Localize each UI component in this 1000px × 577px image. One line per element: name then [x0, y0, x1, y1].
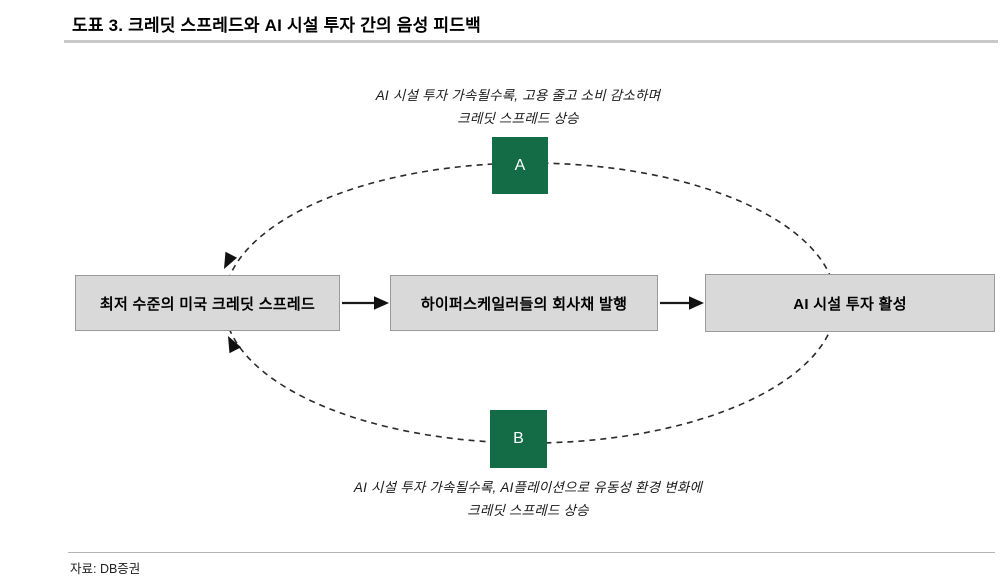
feedback-arrowhead-bottom-icon — [228, 336, 242, 354]
annotation-loop-a-line2: 크레딧 스프레드 상승 — [457, 111, 579, 126]
annotation-loop-a: AI 시설 투자 가속될수록, 고용 줄고 소비 감소하며 크레딧 스프레드 상… — [218, 84, 818, 130]
annotation-loop-b: AI 시설 투자 가속될수록, AI플레이션으로 유동성 환경 변화에 크레딧 … — [228, 476, 828, 522]
node-ai-investment: AI 시설 투자 활성 — [705, 274, 995, 332]
loop-marker-b: B — [490, 410, 547, 468]
source-note: 자료: DB증권 — [70, 562, 141, 576]
node-credit-spread: 최저 수준의 미국 크레딧 스프레드 — [75, 275, 340, 331]
footer-divider — [68, 552, 995, 553]
annotation-loop-b-line1: AI 시설 투자 가속될수록, AI플레이션으로 유동성 환경 변화에 — [353, 480, 703, 495]
feedback-arrowhead-top-icon — [224, 251, 238, 269]
title-divider — [64, 40, 998, 43]
annotation-loop-b-line2: 크레딧 스프레드 상승 — [467, 503, 589, 518]
node-bond-issuance: 하이퍼스케일러들의 회사채 발행 — [390, 275, 658, 331]
figure-title: 도표 3. 크레딧 스프레드와 AI 시설 투자 간의 음성 피드백 — [72, 16, 481, 35]
annotation-loop-a-line1: AI 시설 투자 가속될수록, 고용 줄고 소비 감소하며 — [375, 88, 661, 103]
loop-marker-a: A — [492, 137, 548, 194]
